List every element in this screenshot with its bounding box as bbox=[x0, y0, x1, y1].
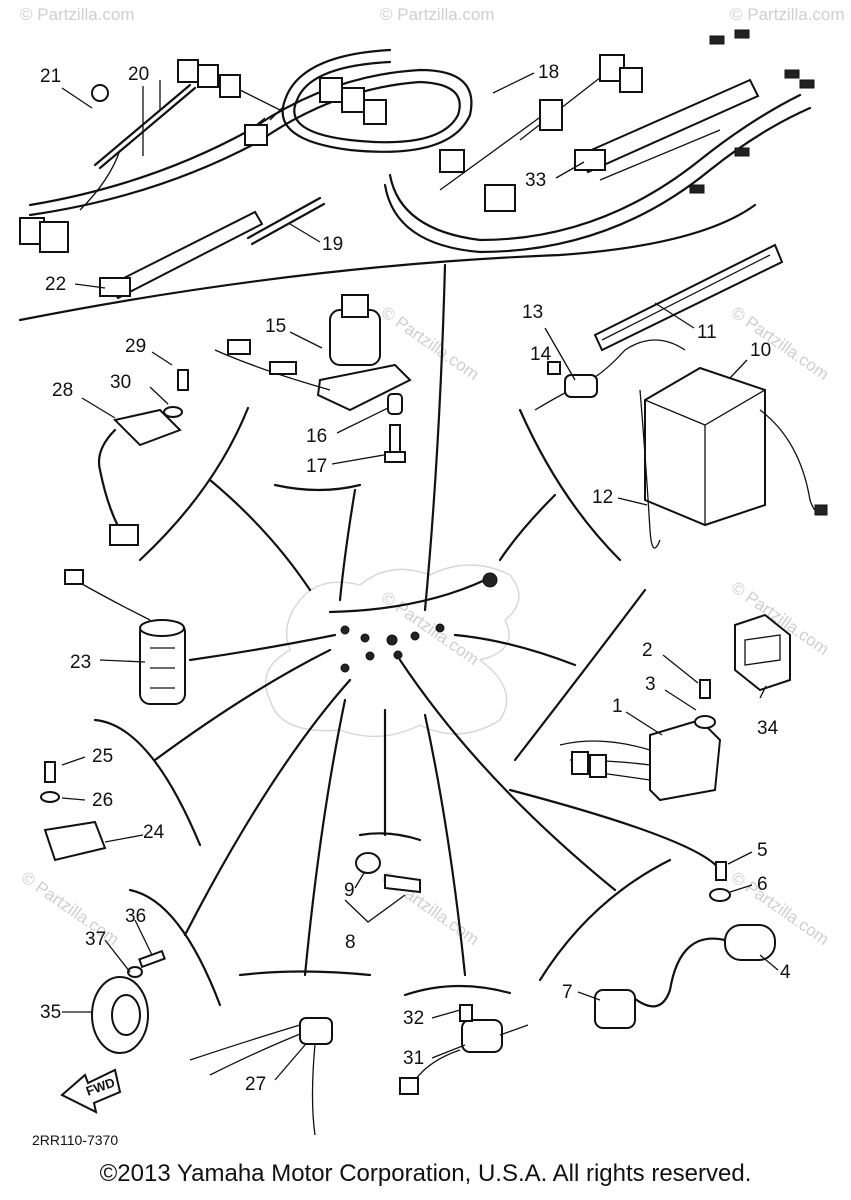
callout-10: 10 bbox=[750, 340, 771, 361]
callout-28: 28 bbox=[52, 380, 73, 401]
callout-4: 4 bbox=[780, 962, 791, 983]
neutral-switch bbox=[189, 1017, 333, 1136]
callout-leaders bbox=[61, 72, 779, 1081]
battery bbox=[639, 366, 828, 549]
leader-arrows bbox=[153, 263, 617, 977]
wire-harness bbox=[19, 29, 815, 254]
fuse-holder bbox=[534, 339, 686, 411]
bolt-washer bbox=[355, 852, 421, 894]
callout-8: 8 bbox=[345, 932, 356, 953]
callout-5: 5 bbox=[757, 840, 768, 861]
callout-31: 31 bbox=[403, 1048, 424, 1069]
callout-13: 13 bbox=[522, 302, 543, 323]
main-switch bbox=[64, 569, 186, 705]
callout-32: 32 bbox=[403, 1008, 424, 1029]
frame-outline bbox=[264, 564, 520, 738]
callout-25: 25 bbox=[92, 746, 113, 767]
callout-27: 27 bbox=[245, 1074, 266, 1095]
callout-3: 3 bbox=[645, 674, 656, 695]
callout-6: 6 bbox=[757, 874, 768, 895]
callout-29: 29 bbox=[125, 336, 146, 357]
callout-20: 20 bbox=[128, 64, 149, 85]
callout-2: 2 bbox=[642, 640, 653, 661]
callout-30: 30 bbox=[110, 372, 131, 393]
group-separators bbox=[93, 406, 722, 1007]
callout-21: 21 bbox=[40, 66, 61, 87]
flasher-relay bbox=[97, 369, 189, 547]
stop-switch bbox=[399, 1004, 529, 1095]
callout-22: 22 bbox=[45, 274, 66, 295]
callout-15: 15 bbox=[265, 316, 286, 337]
watermark: © Partzilla.com bbox=[18, 868, 123, 949]
callout-24: 24 bbox=[143, 822, 165, 843]
battery-band bbox=[593, 243, 784, 352]
ignition-coil bbox=[594, 861, 776, 1029]
callout-11: 11 bbox=[697, 322, 717, 343]
callout-23: 23 bbox=[70, 652, 91, 673]
callout-1: 1 bbox=[612, 696, 623, 717]
voltage-regulator bbox=[734, 613, 791, 692]
callout-34: 34 bbox=[757, 718, 779, 739]
fwd-arrow: FWD bbox=[60, 1068, 122, 1114]
callout-18: 18 bbox=[538, 62, 559, 83]
watermark: © Partzilla.com bbox=[728, 303, 833, 384]
callout-16: 16 bbox=[306, 426, 327, 447]
callout-37: 37 bbox=[85, 929, 106, 950]
callout-19: 19 bbox=[322, 234, 343, 255]
watermark: © Partzilla.com bbox=[730, 5, 845, 24]
callout-9: 9 bbox=[344, 880, 355, 901]
horn bbox=[91, 949, 166, 1054]
harness-group-boundary bbox=[18, 203, 757, 322]
cdi-unit bbox=[559, 679, 722, 802]
cable-ties bbox=[91, 78, 760, 300]
callout-14: 14 bbox=[530, 344, 552, 365]
callouts: 21 20 18 33 19 22 15 13 14 11 10 29 30 2… bbox=[40, 62, 791, 1095]
diagram-code: 2RR110-7370 bbox=[32, 1132, 118, 1148]
copyright-notice: ©2013 Yamaha Motor Corporation, U.S.A. A… bbox=[99, 1160, 752, 1187]
callout-7: 7 bbox=[562, 982, 573, 1003]
watermark: © Partzilla.com bbox=[380, 5, 495, 24]
watermark: © Partzilla.com bbox=[20, 5, 135, 24]
starter-relay bbox=[214, 294, 412, 463]
callout-17: 17 bbox=[306, 456, 327, 477]
callout-26: 26 bbox=[92, 790, 113, 811]
callout-12: 12 bbox=[592, 487, 613, 508]
rectifier bbox=[40, 761, 107, 862]
callout-36: 36 bbox=[125, 906, 146, 927]
callout-35: 35 bbox=[40, 1002, 61, 1023]
callout-33: 33 bbox=[525, 170, 546, 191]
